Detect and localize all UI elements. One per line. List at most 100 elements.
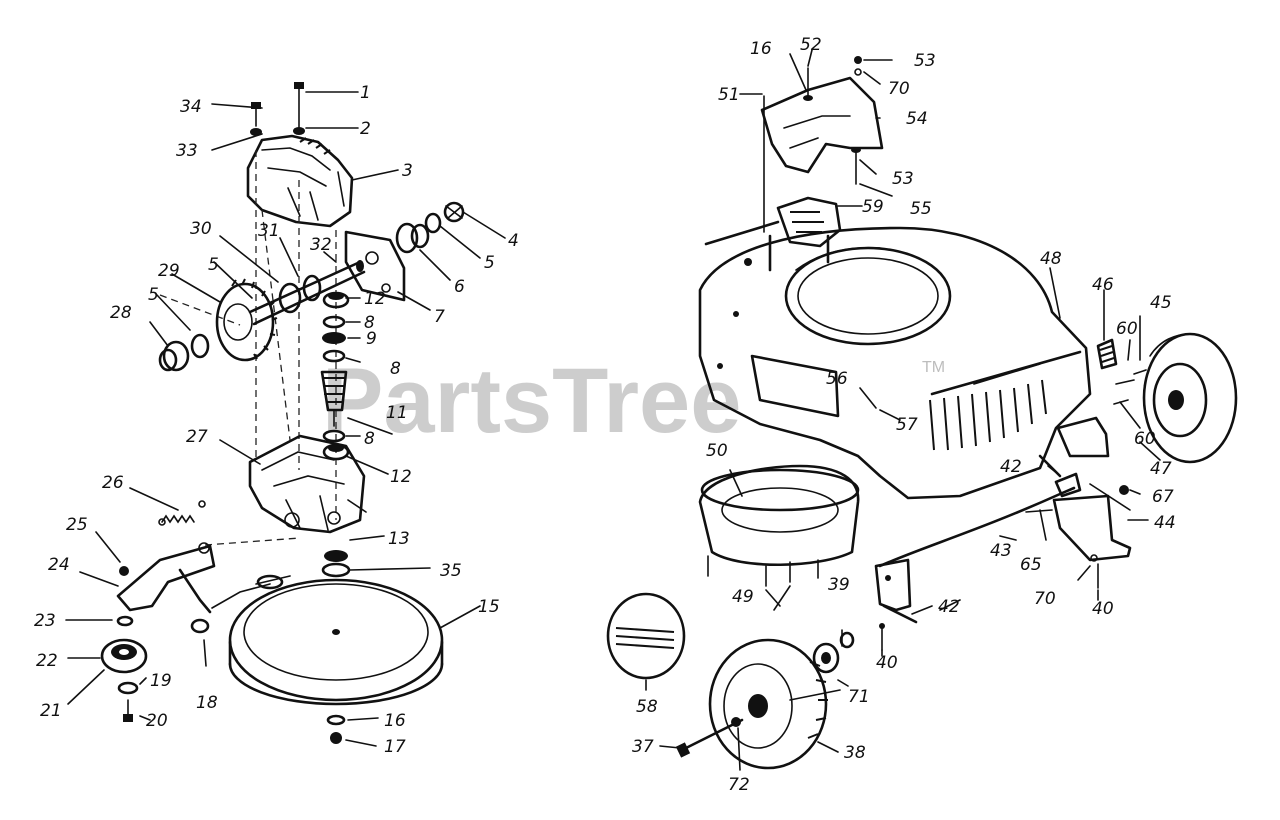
callout-24: 24	[48, 555, 70, 575]
nut-25	[119, 566, 129, 576]
callout-23: 23	[34, 611, 56, 631]
callout-38: 38	[844, 743, 866, 763]
bolt-65	[1025, 509, 1053, 513]
callout-35: 35	[440, 561, 462, 581]
washer-70-lower	[1090, 554, 1098, 562]
washer-13	[324, 550, 348, 562]
screws-49	[707, 555, 819, 587]
bracket-42-upper	[1054, 472, 1082, 498]
callout-6: 6	[454, 277, 465, 297]
callout-17: 17	[384, 737, 406, 757]
callout-5-shaft: 5	[208, 255, 219, 275]
callout-33: 33	[176, 141, 198, 161]
spacer-39	[839, 631, 855, 649]
callout-54: 54	[906, 109, 928, 129]
watermark-trademark: TM	[922, 359, 945, 376]
mower-deck-48	[698, 226, 1092, 500]
wheel-bracket	[1056, 416, 1110, 458]
height-adjuster-46	[1096, 338, 1118, 370]
callout-16-upper: 16	[750, 39, 772, 59]
spring-26	[158, 500, 206, 526]
callout-60-lower: 60	[1134, 429, 1156, 449]
callout-72: 72	[728, 775, 750, 795]
washer-72	[731, 717, 741, 727]
bolt-1	[294, 82, 304, 129]
upper-gear-housing-3	[246, 134, 354, 228]
callout-53-upper: 53	[914, 51, 936, 71]
callout-9: 9	[366, 329, 377, 349]
bearing-12-upper	[322, 291, 350, 309]
callout-67: 67	[1152, 487, 1174, 507]
callout-59: 59	[862, 197, 884, 217]
callout-labels: 1 2 3 4 5 5 5 6 7 8 8 8 9 11 12 12 13 15…	[34, 35, 1176, 795]
spacer-23	[116, 615, 134, 627]
bolt-45	[1133, 369, 1147, 375]
callout-50: 50	[706, 441, 728, 461]
callout-22: 22	[36, 651, 58, 671]
wheel-bolt-37	[675, 718, 744, 758]
callout-25: 25	[66, 515, 88, 535]
bolt-34	[251, 102, 261, 127]
callout-70-upper: 70	[888, 79, 910, 99]
axle-bolts-60	[1113, 379, 1135, 405]
callout-16-lower: 16	[384, 711, 406, 731]
callout-27: 27	[186, 427, 208, 447]
callout-49: 49	[732, 587, 754, 607]
callout-44: 44	[1154, 513, 1176, 533]
callout-52: 52	[800, 35, 822, 55]
callout-12-lower: 12	[390, 467, 412, 487]
alignment-lines	[159, 150, 337, 546]
lower-gear-housing-27	[248, 434, 367, 534]
callout-57: 57	[896, 415, 918, 435]
drive-assembly	[100, 82, 465, 744]
callout-55: 55	[910, 199, 932, 219]
callout-11: 11	[386, 403, 408, 423]
bracket-44	[1052, 483, 1132, 562]
callout-26: 26	[102, 473, 124, 493]
nut-67	[1119, 485, 1129, 495]
callout-8-upper: 8	[364, 313, 375, 333]
watermark-text: PartsTree	[322, 350, 741, 452]
callout-39: 39	[828, 575, 850, 595]
callout-5-right: 5	[484, 253, 495, 273]
callout-2: 2	[360, 119, 371, 139]
washer-8-middle	[322, 349, 346, 363]
rod-55	[851, 147, 861, 185]
callout-42-upper: 42	[1000, 457, 1022, 477]
callout-5-left: 5	[148, 285, 159, 305]
drive-pulley-15	[228, 578, 444, 706]
callout-42-lower: 42	[938, 597, 960, 617]
washer-70-upper	[854, 68, 862, 76]
callout-15: 15	[478, 597, 500, 617]
callout-29: 29	[158, 261, 180, 281]
bracket-42-lower	[874, 558, 918, 624]
pinion-gear-11	[320, 370, 348, 427]
callout-12-upper: 12	[364, 289, 386, 309]
shaft-collar-30	[278, 274, 322, 314]
callout-19: 19	[150, 671, 172, 691]
callout-13: 13	[388, 529, 410, 549]
callout-58: 58	[636, 697, 658, 717]
bushing-6	[395, 222, 430, 254]
knob-4	[443, 201, 465, 223]
deck-assembly	[606, 56, 1238, 770]
callout-53-lower: 53	[892, 169, 914, 189]
washer-8-lower	[322, 429, 346, 443]
callout-70-lower: 70	[1034, 589, 1056, 609]
callout-60-upper: 60	[1116, 319, 1138, 339]
nut-53-upper	[854, 56, 862, 64]
callout-18: 18	[196, 693, 218, 713]
bevel-gear-29	[215, 278, 278, 362]
callout-45: 45	[1150, 293, 1172, 313]
callout-31: 31	[258, 221, 280, 241]
washer-8-upper	[322, 315, 346, 329]
callout-1: 1	[360, 83, 371, 103]
callout-34: 34	[180, 97, 202, 117]
callout-20: 20	[146, 711, 168, 731]
washer-16-lower	[326, 714, 346, 726]
handle-bracket-54	[760, 76, 884, 174]
washer-19	[117, 681, 139, 695]
callout-32: 32	[310, 235, 332, 255]
idler-bracket-24	[116, 542, 216, 614]
